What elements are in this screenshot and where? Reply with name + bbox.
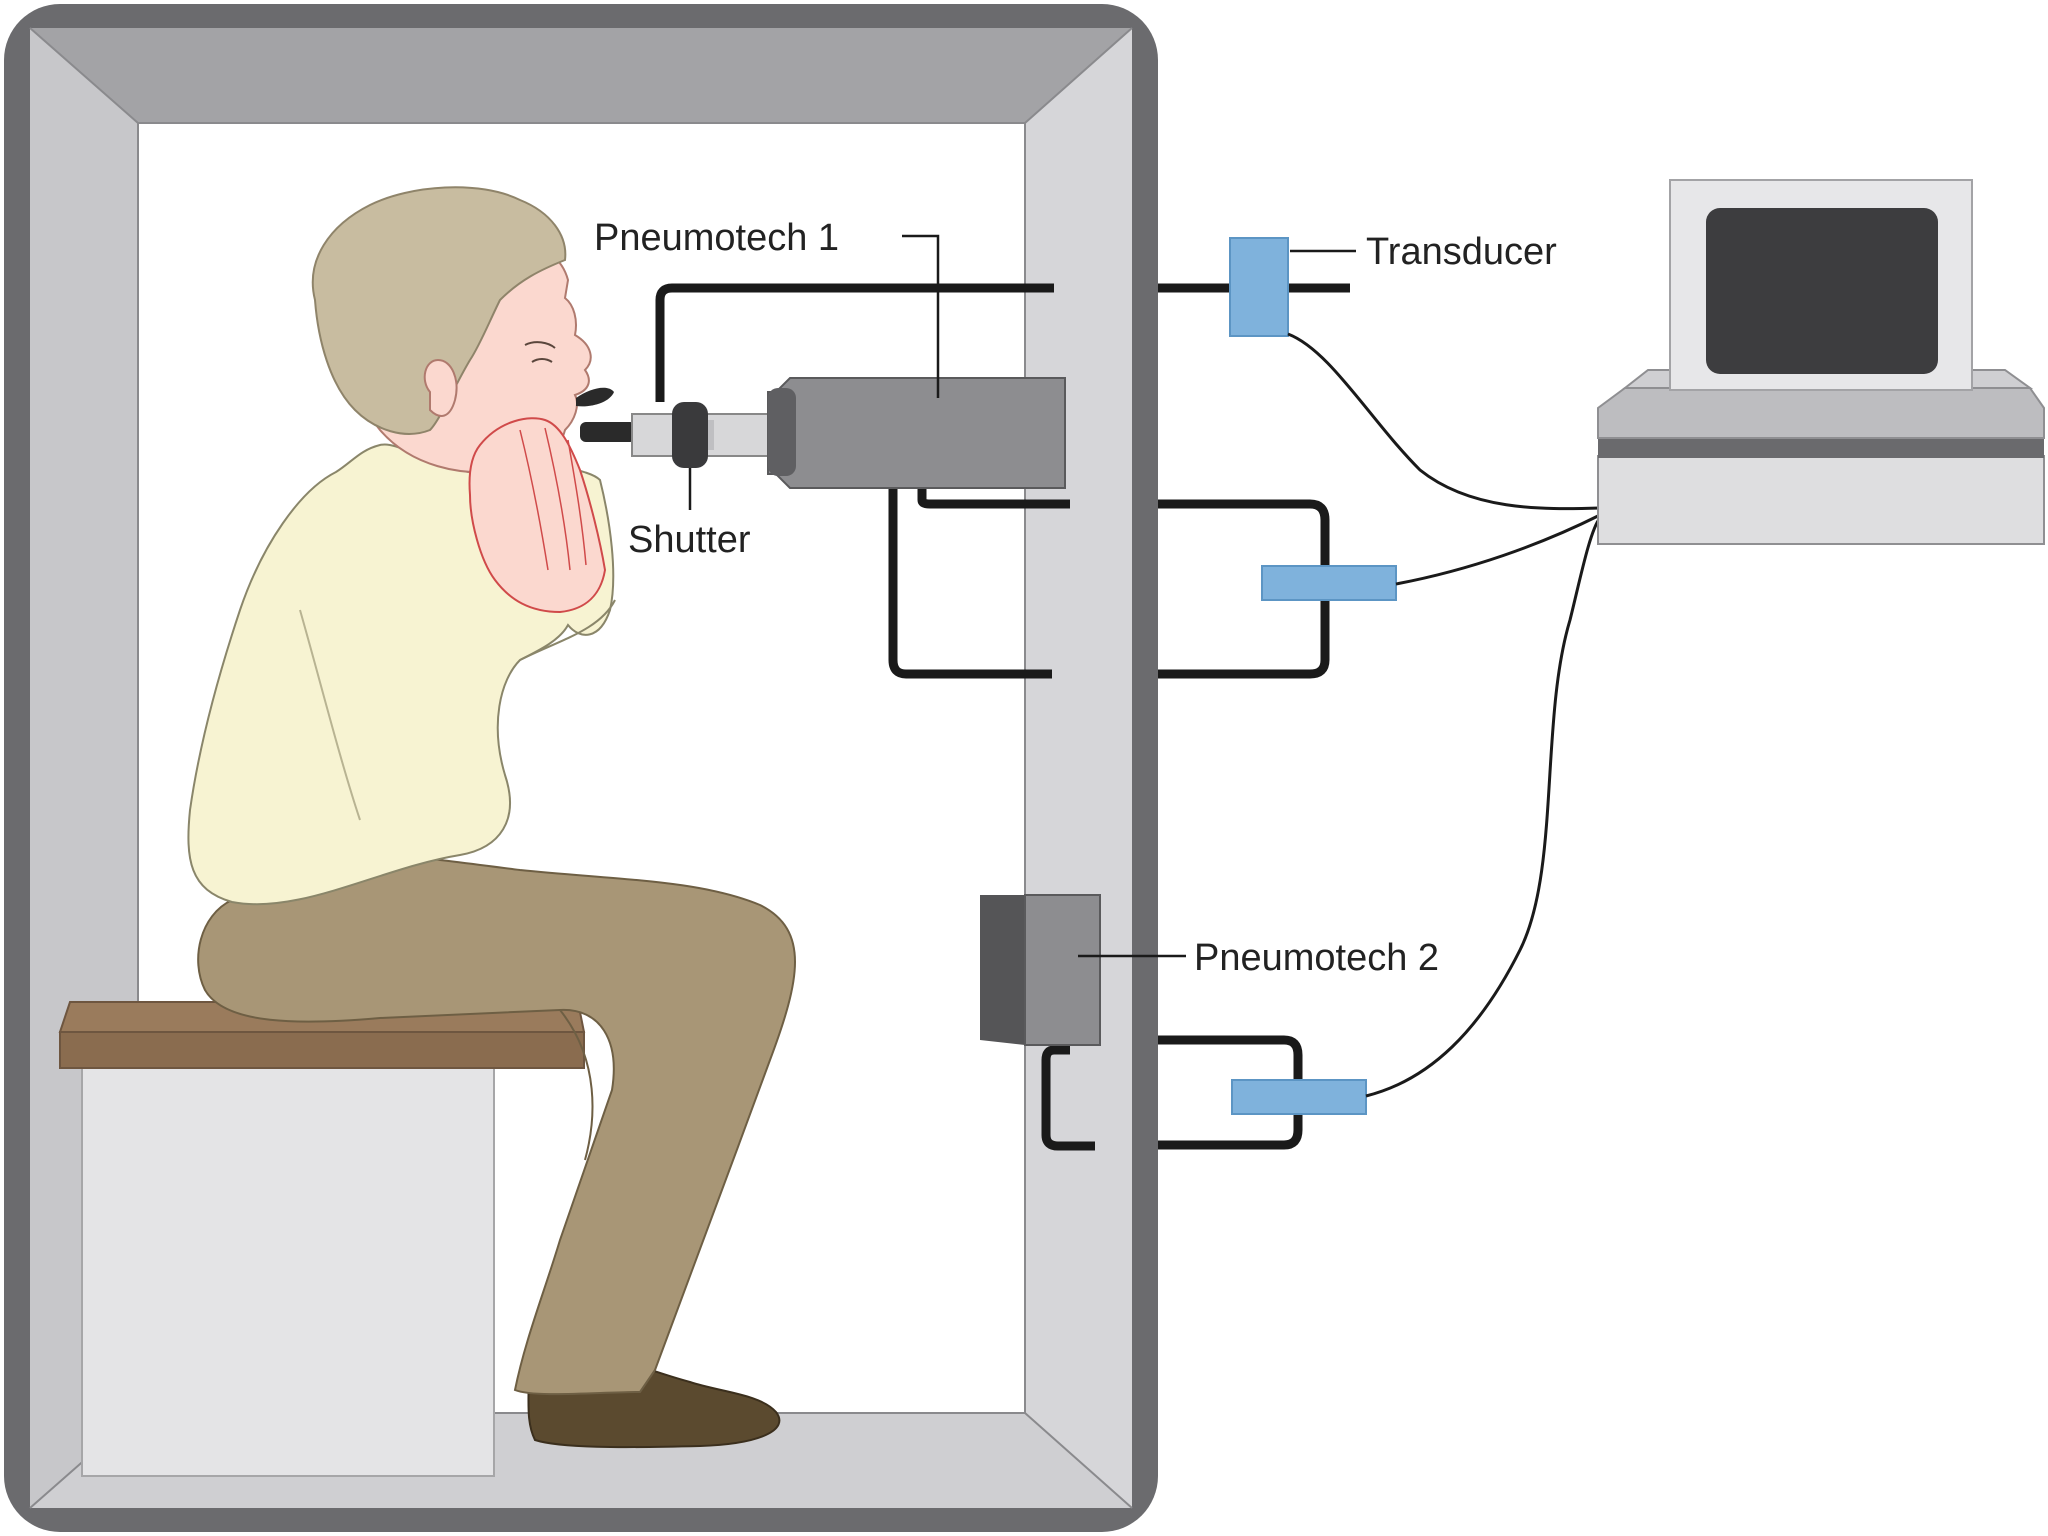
pressure-line-mouth [655, 283, 1054, 402]
computer [1597, 179, 2045, 545]
hair [311, 186, 567, 435]
mouthpiece [580, 422, 636, 442]
label-pneumotech-2: Pneumotech 2 [1194, 937, 1439, 979]
pneumotach2-tube [1041, 1045, 1095, 1151]
seated-patient [187, 186, 796, 1449]
computer-screen[interactable] [1706, 208, 1938, 374]
hands [468, 417, 607, 614]
transducer-pneumotach-2[interactable] [1231, 1079, 1367, 1115]
signal-cables [1287, 332, 1602, 1098]
computer-base-unit [1597, 455, 2045, 545]
bench-base [81, 1067, 495, 1477]
transducers [1229, 237, 1397, 1115]
pneumotach-1[interactable] [767, 377, 1066, 489]
pants [197, 854, 796, 1396]
label-shutter: Shutter [628, 519, 751, 561]
pneumotach1-return-loop [888, 488, 1052, 679]
monitor-stand [1597, 387, 2045, 439]
pneumotech1-leader [902, 234, 940, 398]
internal-tubing [655, 283, 1095, 1151]
labels: Pneumotech 1 Shutter Transducer Pneumote… [594, 217, 1557, 979]
label-pneumotech-1: Pneumotech 1 [594, 217, 839, 259]
transducer-mouth-pressure[interactable] [1229, 237, 1289, 337]
transducer-pneumotach-1[interactable] [1261, 565, 1397, 601]
external-tubing [1158, 283, 1350, 1150]
ear [423, 358, 458, 417]
mouthpiece-assembly [576, 234, 1066, 510]
pneumotach1-tube [917, 488, 1070, 509]
shutter[interactable] [672, 402, 708, 468]
label-transducer: Transducer [1366, 231, 1557, 273]
booth-ceiling [30, 28, 1132, 123]
pneumotach-2[interactable] [980, 894, 1186, 1046]
nose-clip [576, 387, 614, 407]
booth-right-wall [1025, 28, 1132, 1508]
